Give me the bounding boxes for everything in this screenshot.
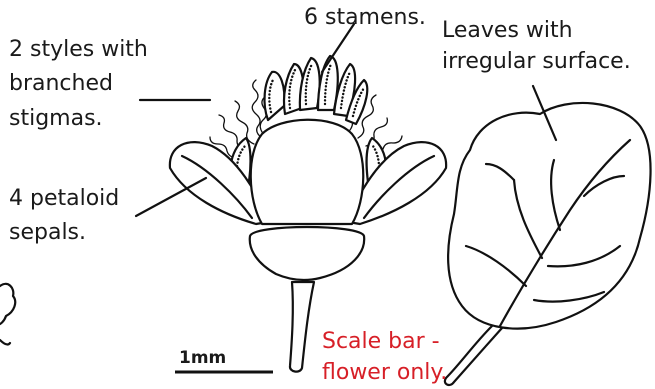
label-sepals-line2: sepals. bbox=[9, 217, 86, 248]
partial-flower-left-edge bbox=[0, 284, 15, 345]
label-stamens: 6 stamens. bbox=[304, 2, 426, 33]
label-styles-line1: 2 styles with bbox=[9, 34, 148, 65]
scale-note-line2: flower only. bbox=[322, 357, 447, 388]
label-sepals-line1: 4 petaloid bbox=[9, 183, 119, 214]
label-styles-line2: branched bbox=[9, 68, 113, 99]
leaf-drawing bbox=[445, 103, 651, 385]
scale-note-line1: Scale bar - bbox=[322, 326, 440, 357]
label-leaves-line2: irregular surface. bbox=[442, 46, 631, 77]
label-styles-line3: stigmas. bbox=[9, 103, 103, 134]
pedicel bbox=[290, 282, 314, 372]
stamens bbox=[265, 56, 368, 124]
flower-drawing bbox=[170, 56, 446, 372]
receptacle bbox=[250, 227, 364, 280]
ovary bbox=[251, 120, 364, 224]
label-leaves-line1: Leaves with bbox=[442, 15, 573, 46]
scale-bar-label: 1mm bbox=[179, 348, 226, 368]
